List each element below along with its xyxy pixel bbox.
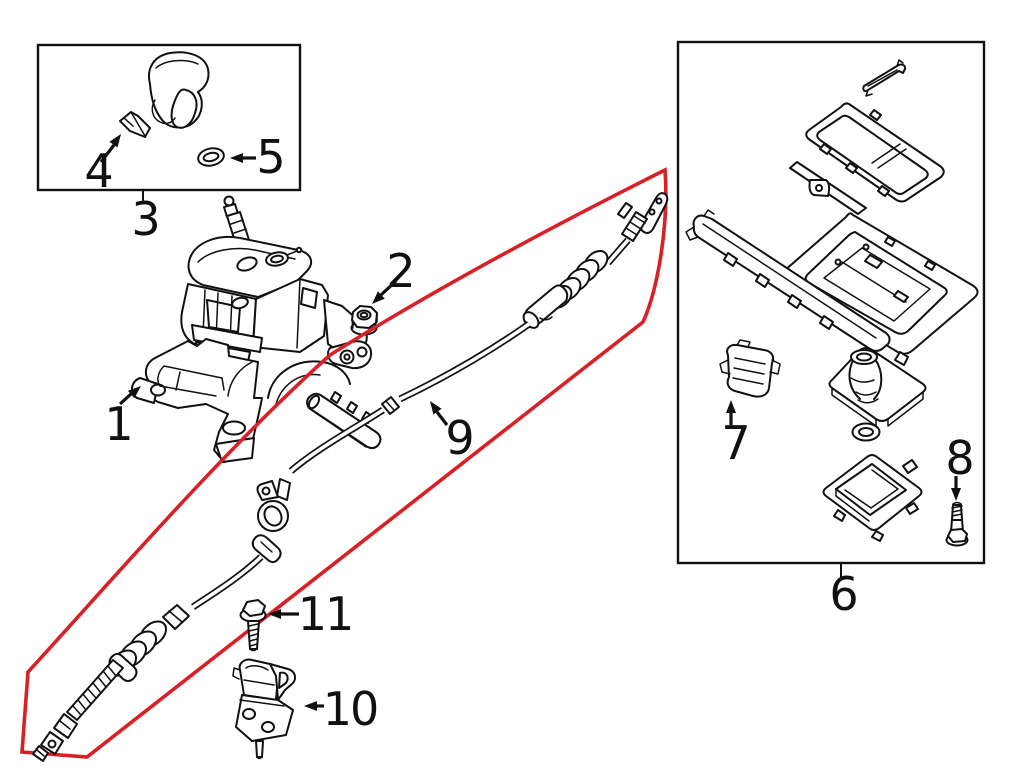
arrow-to-part-10 (304, 701, 324, 711)
arrow-to-part-7 (726, 400, 736, 425)
highlight-outline (20, 167, 668, 759)
arrow-to-part-4 (99, 134, 121, 163)
console-frame-drawing (780, 212, 979, 366)
arrow-to-part-1 (118, 386, 141, 406)
shift-knob-drawing (148, 51, 210, 129)
callout-11[interactable]: 11 (297, 587, 355, 641)
callout-2[interactable]: 2 (386, 244, 415, 298)
shifter-assembly-drawing (131, 195, 373, 463)
arrow-to-part-9 (430, 401, 449, 426)
arrow-to-part-2 (372, 279, 398, 304)
callout-1[interactable]: 1 (104, 397, 133, 451)
arrow-to-part-8 (951, 476, 961, 501)
shift-boot-drawing (828, 347, 927, 427)
console-tray-drawing (822, 454, 923, 542)
callout-4[interactable]: 4 (84, 144, 113, 198)
console-rail-drawing (685, 209, 891, 352)
callout-10[interactable]: 10 (322, 682, 380, 736)
console-side-strip-drawing (789, 161, 867, 215)
callout-3[interactable]: 3 (131, 192, 160, 246)
cable-bracket-drawing (232, 658, 297, 760)
cable-bolt-drawing (239, 599, 267, 652)
knob-detail-box (36, 43, 302, 203)
callout-6[interactable]: 6 (829, 567, 858, 621)
knob-clip-drawing (119, 111, 151, 138)
knob-ring-drawing (197, 147, 225, 167)
console-bolt-drawing (945, 501, 969, 547)
console-detail-box (676, 40, 986, 578)
callout-8[interactable]: 8 (945, 431, 974, 485)
callout-5[interactable]: 5 (256, 130, 285, 184)
console-ring-drawing (851, 422, 881, 442)
shift-cable-drawing (32, 192, 669, 762)
console-upper-bezel-drawing (805, 102, 945, 203)
callout-7[interactable]: 7 (721, 416, 750, 470)
arrow-to-part-5 (230, 153, 256, 163)
console-trim-strip-drawing (862, 59, 907, 97)
arrow-to-part-11 (268, 609, 299, 619)
callout-9[interactable]: 9 (445, 411, 474, 465)
callout-arrows (99, 134, 961, 711)
console-clip-drawing (719, 339, 781, 398)
